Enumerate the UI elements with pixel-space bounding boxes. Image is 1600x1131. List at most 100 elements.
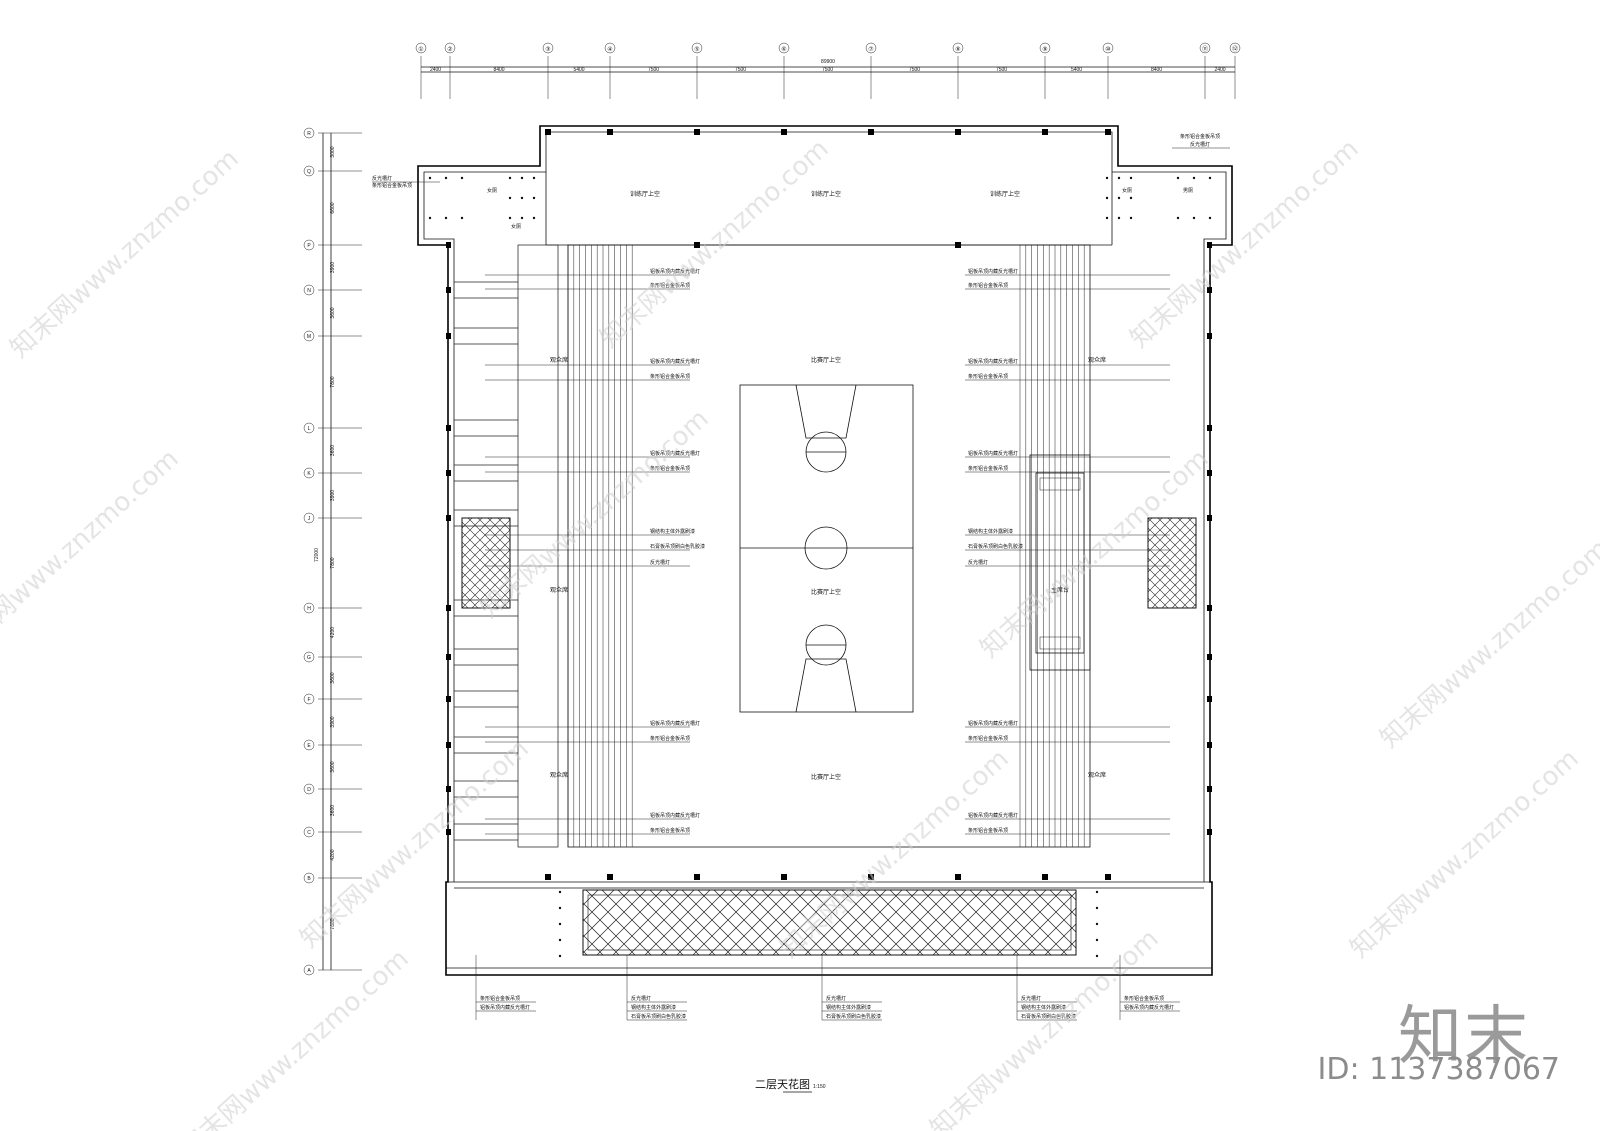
grid-label-top: ⑨: [1042, 46, 1047, 53]
note-left: 石膏板吊顶刷白色乳胶漆: [650, 543, 705, 550]
grid-label-left: J: [308, 516, 311, 522]
note-bottom: 反光槽灯: [1021, 995, 1041, 1002]
dim-label-top: 7500: [735, 67, 746, 73]
light-dot: [508, 196, 512, 200]
dim-label-top: 2400: [1214, 67, 1225, 73]
note-right-top: 条形铝合金板吊顶: [1180, 133, 1220, 140]
light-dot: [1129, 196, 1133, 200]
column: [955, 129, 961, 135]
column: [1207, 654, 1212, 660]
dim-label-left: 3900: [330, 716, 336, 727]
column: [1207, 515, 1212, 521]
structural-columns: [446, 129, 1212, 880]
light-dot-grids: [428, 176, 1212, 958]
column: [446, 605, 451, 611]
grid-bubble-top: [542, 42, 554, 54]
light-dot: [558, 890, 562, 894]
label-training-void-2: 训练厅上空: [811, 190, 841, 198]
dim-label-left: 7800: [330, 376, 336, 387]
light-dot: [520, 216, 524, 220]
grid-bubble-top: [865, 42, 877, 54]
dim-label-left: 6600: [330, 202, 336, 213]
room-labels: 训练厅上空 训练厅上空 训练厅上空 比赛厅上空 比赛厅上空 比赛厅上空 观众席 …: [487, 187, 1193, 781]
dim-label-left: 4200: [330, 627, 336, 638]
grid-label-left: L: [308, 426, 311, 432]
grid-bubble-top: [1229, 42, 1241, 54]
grid-bubble-top: [1102, 42, 1114, 54]
label-control-room: 主席台: [1051, 586, 1069, 594]
note-bottom: 条形铝合金板吊顶: [1124, 995, 1164, 1002]
watermark-text: 知末网www.znzmo.com: [475, 404, 715, 624]
note-right: 反光槽灯: [968, 559, 988, 566]
light-dot: [508, 176, 512, 180]
column: [607, 129, 613, 135]
column: [1207, 242, 1212, 248]
grid-bubble-left: [303, 826, 315, 838]
note-bottom: 钢结构主体外露刷漆: [826, 1004, 871, 1011]
dim-label-left: 7800: [330, 557, 336, 568]
column: [868, 874, 874, 880]
label-spectator-3: 观众席: [550, 771, 568, 779]
column: [1207, 696, 1212, 702]
note-right: 条形铝合金板吊顶: [968, 827, 1008, 834]
note-left: 铝板吊顶内藏反光槽灯: [650, 358, 700, 365]
column: [446, 829, 451, 835]
grid-bubble-left: [303, 739, 315, 751]
note-left: 钢结构主体外露刷漆: [650, 528, 695, 535]
light-dot: [460, 176, 464, 180]
dim-label-top: 5400: [1071, 67, 1082, 73]
note-bottom: 反光槽灯: [631, 995, 651, 1002]
grid-label-left: A: [307, 968, 311, 974]
building-outline: [417, 125, 1233, 976]
column: [607, 874, 613, 880]
light-dot: [558, 906, 562, 910]
dim-label-left: 3900: [330, 490, 336, 501]
column: [545, 874, 551, 880]
light-dot: [1105, 196, 1109, 200]
column: [446, 242, 451, 248]
label-arena-void-2: 比赛厅上空: [811, 588, 841, 596]
top-dimension-axis: 89900 ①2400②8400③5400④7500⑤7500⑥7500⑦750…: [415, 42, 1241, 99]
grid-bubble-left: [303, 284, 315, 296]
right-stands: [454, 244, 1085, 848]
light-dot: [520, 176, 524, 180]
column: [1207, 425, 1212, 431]
grid-label-top: ⑧: [955, 46, 960, 53]
grid-label-top: ⑦: [868, 46, 873, 53]
watermark-id: ID: 1137387067: [1317, 1052, 1560, 1087]
grid-label-top: ⑪: [1202, 45, 1208, 53]
light-dot: [1192, 216, 1196, 220]
light-dot: [460, 216, 464, 220]
label-women-wc-left-2: 女厕: [511, 223, 521, 230]
light-dot: [1117, 196, 1121, 200]
watermark-text: 知末网www.znzmo.com: [0, 444, 185, 664]
aisle-band: [517, 244, 559, 848]
column: [1207, 786, 1212, 792]
column: [446, 742, 451, 748]
light-dot: [558, 938, 562, 942]
dim-label-left: 3900: [330, 262, 336, 273]
note-left: 反光槽灯: [650, 559, 670, 566]
grid-bubble-top: [604, 42, 616, 54]
label-arena-void-1: 比赛厅上空: [811, 356, 841, 364]
column: [1207, 287, 1212, 293]
column: [1042, 129, 1048, 135]
label-spectator-4: 观众席: [1088, 356, 1106, 364]
dim-label-top: 2400: [430, 67, 441, 73]
grid-label-left: E: [307, 743, 311, 749]
grid-bubble-left: [303, 422, 315, 434]
column: [446, 696, 451, 702]
grid-label-left: C: [307, 830, 311, 836]
note-left: 条形铝合金板吊顶: [650, 465, 690, 472]
light-dot: [508, 216, 512, 220]
light-dot: [1192, 176, 1196, 180]
light-dot: [532, 216, 536, 220]
watermark-logo: 知末: [1398, 1000, 1530, 1074]
light-dot: [1095, 938, 1099, 942]
light-dot: [1129, 216, 1133, 220]
note-bottom: 反光槽灯: [826, 995, 846, 1002]
grid-bubble-left: [303, 693, 315, 705]
dim-label-top: 8400: [1151, 67, 1162, 73]
label-spectator-2: 观众席: [550, 586, 568, 594]
column: [545, 129, 551, 135]
